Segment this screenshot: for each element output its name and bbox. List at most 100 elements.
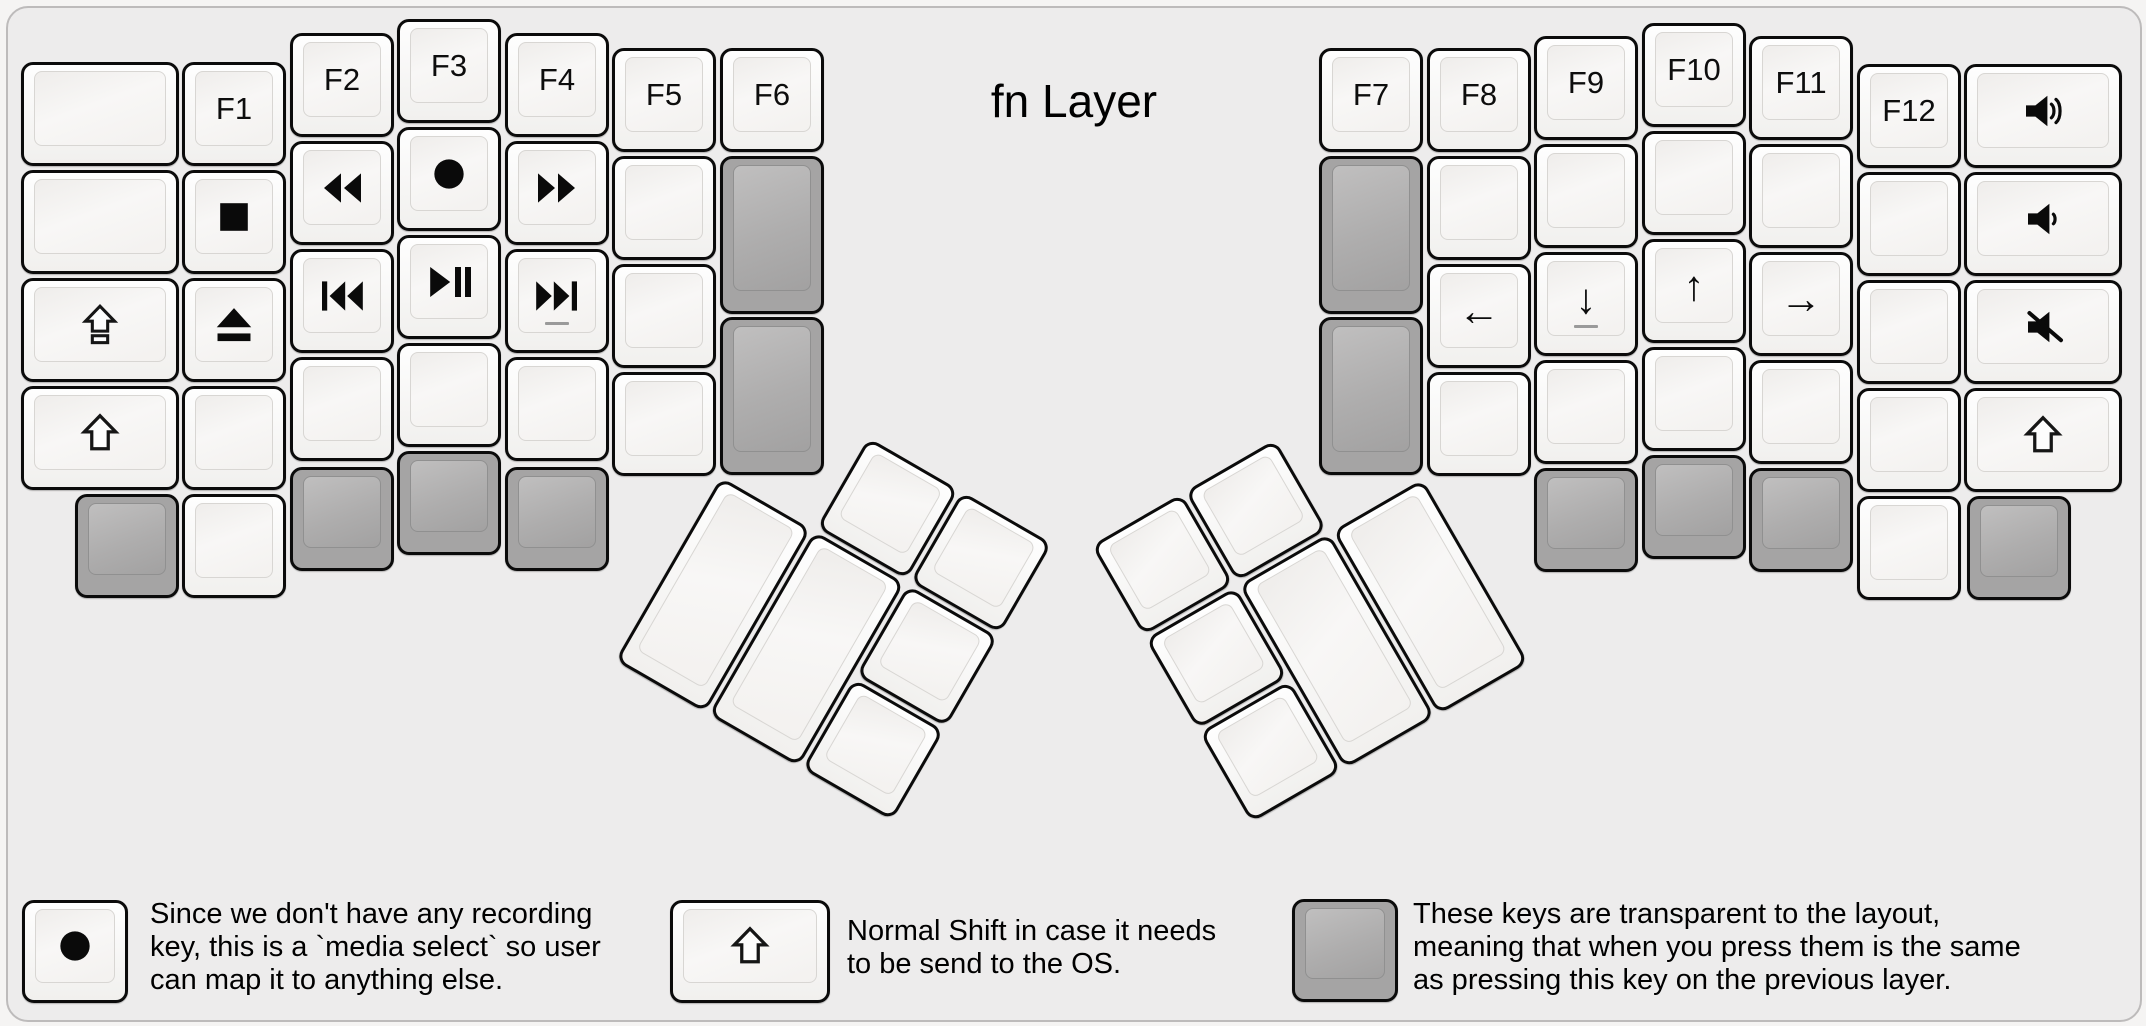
keycap-top	[1762, 153, 1840, 228]
keycap-top	[1762, 369, 1840, 444]
keycap-top	[1977, 181, 2109, 256]
keycap-top: F5	[625, 57, 703, 132]
keycap-top	[34, 287, 166, 362]
keycap-top: ↓	[1547, 261, 1625, 336]
legend-text-line: meaning that when you press them is the …	[1413, 931, 2021, 963]
keycap-top	[303, 258, 381, 333]
volume-up-icon	[2026, 95, 2062, 126]
keycap-top: →	[1762, 261, 1840, 336]
record-icon	[434, 158, 464, 189]
keycap-top	[1870, 505, 1948, 580]
keycap-top	[1440, 165, 1518, 240]
keycap-top	[625, 165, 703, 240]
keycap-top	[1870, 289, 1948, 364]
shift-lock-icon	[81, 303, 119, 344]
keycap-top	[518, 258, 596, 333]
key-blank	[397, 343, 501, 447]
key-transparent	[505, 467, 609, 571]
key-shift-right	[1964, 388, 2122, 492]
key-mute	[1964, 280, 2122, 384]
keycap-top	[410, 352, 488, 427]
key-blank	[505, 357, 609, 461]
key-label: F7	[1352, 77, 1390, 112]
key-volume-down	[1964, 172, 2122, 276]
key-transparent	[397, 451, 501, 555]
key-arrow-right: →	[1749, 252, 1853, 356]
keycap-top	[1440, 381, 1518, 456]
key-blank	[1642, 347, 1746, 451]
keycap-top	[1870, 397, 1948, 472]
key-blank	[1534, 360, 1638, 464]
keycap-top	[1655, 464, 1733, 536]
keycap-top	[34, 71, 166, 146]
keycap-top	[1305, 908, 1385, 979]
key-blank	[182, 494, 286, 598]
record-icon	[60, 931, 90, 961]
key-transparent	[75, 494, 179, 598]
stop-icon	[220, 202, 248, 231]
key-prev-track	[290, 249, 394, 353]
keycap-top: F1	[195, 71, 273, 146]
key-transparent	[720, 317, 824, 475]
eject-icon	[216, 307, 252, 341]
legend-text-line: These keys are transparent to the layout…	[1413, 898, 1941, 930]
keycap-top	[88, 503, 166, 575]
key-blank	[21, 170, 179, 274]
keycap-top: F6	[733, 57, 811, 132]
keycap-top	[195, 287, 273, 362]
keycap-top	[195, 503, 273, 578]
keycap-top	[1762, 477, 1840, 549]
key-f11: F11	[1749, 36, 1853, 140]
key-blank	[1534, 144, 1638, 248]
key-blank	[290, 357, 394, 461]
fast-forward-icon	[538, 172, 575, 203]
shift-icon	[730, 926, 770, 964]
key-blank	[1857, 172, 1961, 276]
legend-key-record	[22, 900, 128, 1003]
key-arrow-down: ↓	[1534, 252, 1638, 356]
key-label: →	[1780, 274, 1822, 322]
key-next-track	[505, 249, 609, 353]
key-rewind	[290, 141, 394, 245]
key-label: F3	[430, 48, 468, 83]
key-label: F2	[323, 62, 361, 97]
keycap-top	[1547, 369, 1625, 444]
keycap-top	[1547, 477, 1625, 549]
key-transparent	[720, 156, 824, 314]
keycap-top	[625, 273, 703, 348]
keycap-top	[1977, 73, 2109, 148]
legend-text-line: as pressing this key on the previous lay…	[1413, 964, 1952, 996]
keycap-top: F2	[303, 42, 381, 117]
legend-text-line: Since we don't have any recording	[150, 898, 593, 930]
keycap-top: F11	[1762, 45, 1840, 120]
key-f5: F5	[612, 48, 716, 152]
keycap-top	[518, 476, 596, 548]
key-arrow-up: ↑	[1642, 239, 1746, 343]
homing-bar	[545, 322, 569, 325]
key-label: ↑	[1683, 261, 1705, 309]
homing-bar	[1574, 325, 1598, 328]
keycap-top	[625, 381, 703, 456]
keycap-top	[683, 909, 817, 983]
key-blank	[1857, 496, 1961, 600]
keycap-top	[410, 136, 488, 211]
keycap-top	[303, 476, 381, 548]
key-stop	[182, 170, 286, 274]
key-blank	[1427, 372, 1531, 476]
next-track-icon	[536, 280, 577, 311]
keycap-top	[34, 395, 166, 470]
keycap-top	[195, 179, 273, 254]
key-transparent	[290, 467, 394, 571]
legend-key-transparent	[1292, 899, 1398, 1002]
key-blank	[21, 62, 179, 166]
keycap-top	[1655, 356, 1733, 431]
keycap-top	[410, 460, 488, 532]
legend-key-shift	[670, 900, 830, 1003]
key-label: F8	[1460, 77, 1498, 112]
key-label: F10	[1667, 52, 1721, 87]
key-shift-left	[21, 386, 179, 490]
keycap-top	[303, 366, 381, 441]
key-f1: F1	[182, 62, 286, 166]
key-blank	[612, 156, 716, 260]
legend-text: These keys are transparent to the layout…	[1413, 898, 2021, 997]
